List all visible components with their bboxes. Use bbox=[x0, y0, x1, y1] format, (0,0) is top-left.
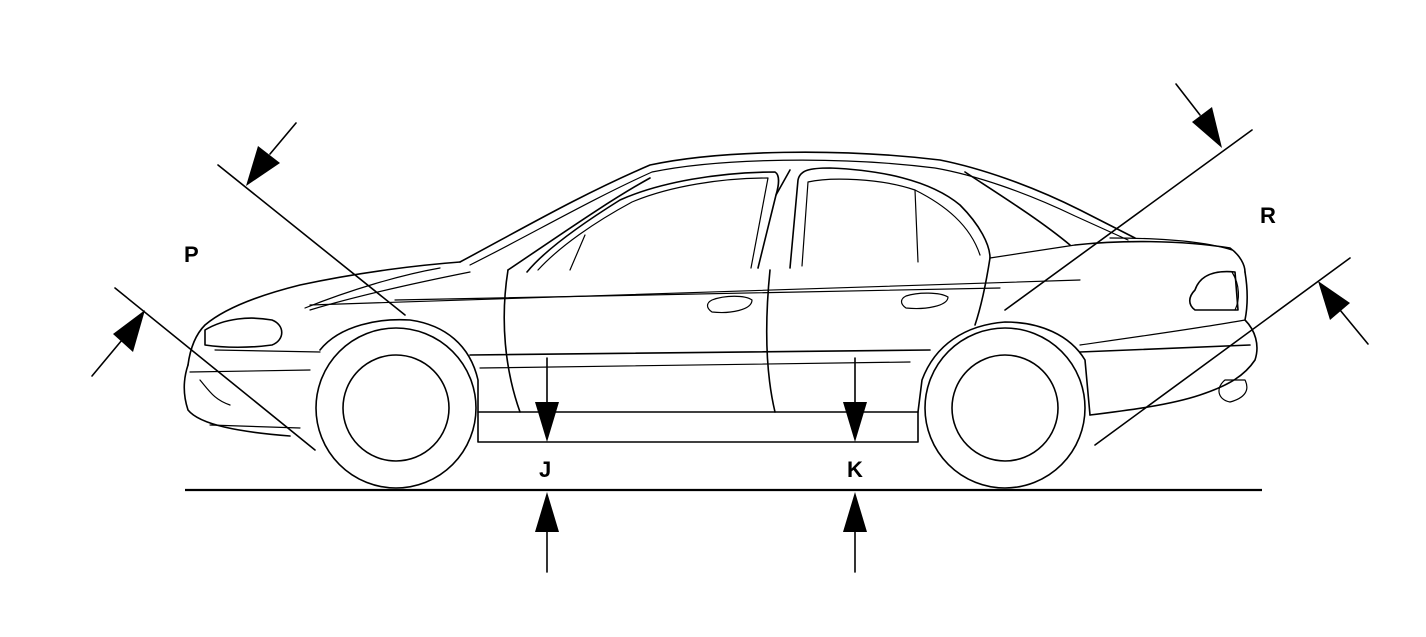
front-approach-line bbox=[114, 287, 316, 451]
front-upper-arrow bbox=[246, 122, 297, 186]
front-wheel bbox=[315, 327, 477, 489]
label-r: R bbox=[1260, 203, 1276, 228]
front-lower-arrow bbox=[91, 310, 145, 377]
car-body bbox=[183, 151, 1258, 443]
rear-lower-arrow bbox=[1318, 281, 1369, 345]
rear-departure-line bbox=[1094, 257, 1351, 446]
j-up-arrow bbox=[535, 492, 559, 573]
j-down-arrow bbox=[535, 357, 559, 442]
k-up-arrow bbox=[843, 492, 867, 573]
label-j: J bbox=[539, 457, 551, 482]
label-p: P bbox=[184, 242, 199, 267]
label-k: K bbox=[847, 457, 863, 482]
rear-overhang-line bbox=[1004, 129, 1253, 311]
rear-upper-arrow bbox=[1175, 83, 1222, 148]
k-down-arrow bbox=[843, 357, 867, 442]
front-overhang-line bbox=[217, 164, 406, 316]
rear-wheel bbox=[924, 327, 1086, 489]
